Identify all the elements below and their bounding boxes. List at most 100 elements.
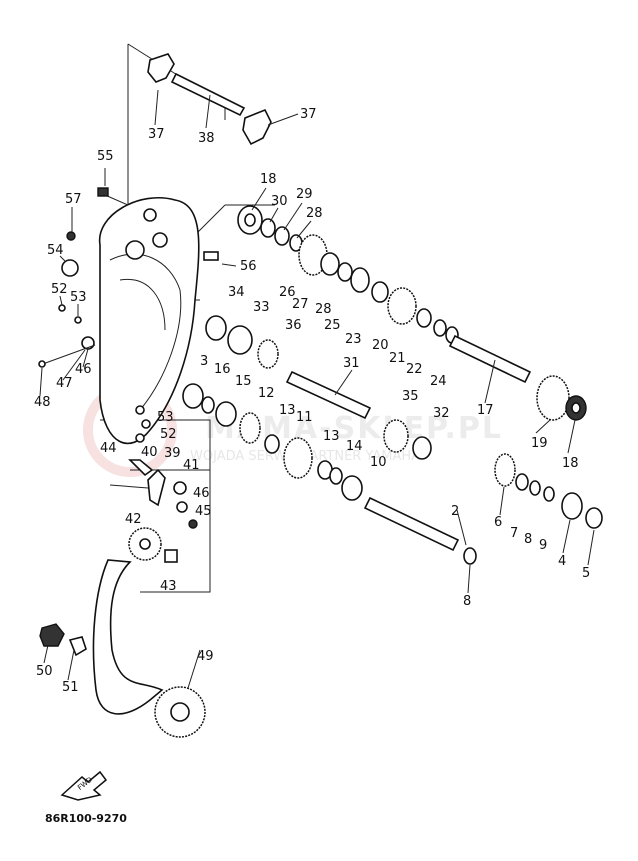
callout-label: 34 (228, 285, 245, 300)
callout-label: 41 (183, 458, 200, 473)
middle-shaft-train (182, 315, 432, 460)
lever-39-icon (147, 468, 166, 507)
callout-label: 31 (343, 356, 360, 371)
callout-label: 39 (164, 446, 181, 461)
bearing-34-icon (205, 315, 227, 341)
callout-label: 33 (253, 300, 270, 315)
callout-label: 6 (494, 515, 502, 530)
ring-53-icon (74, 316, 82, 324)
shift-fork-assembly (147, 53, 272, 146)
callout-label: 25 (324, 318, 341, 333)
washer-8-icon (463, 547, 477, 565)
callout-label: 38 (198, 131, 215, 146)
callout-label: 15 (235, 374, 252, 389)
callout-label: 13 (279, 403, 296, 418)
callout-label: 23 (345, 332, 362, 347)
leader-lines (39, 89, 595, 689)
callout-label: 17 (477, 403, 494, 418)
bolt-55-icon (97, 187, 109, 197)
callout-label: 46 (193, 486, 210, 501)
fwd-arrow-icon (60, 770, 108, 801)
drive-belt-icon (92, 559, 164, 715)
gear-20-icon (387, 287, 417, 325)
bolt-57-icon (66, 231, 76, 241)
gear-10-icon (341, 475, 363, 501)
callout-label: 40 (141, 445, 158, 460)
shaft-31-icon (285, 370, 372, 420)
pin-56-icon (203, 251, 219, 261)
bearing-3-icon (182, 383, 204, 409)
callout-labels: 37 38 37 55 18 30 29 28 57 54 56 52 53 2… (34, 107, 590, 695)
callout-label: 52 (160, 427, 177, 442)
callout-label: 9 (539, 538, 547, 553)
callout-label: 32 (433, 406, 450, 421)
callout-label: 57 (65, 192, 82, 207)
gear-case-housing (99, 197, 200, 445)
callout-label: 18 (562, 456, 579, 471)
callout-label: 14 (346, 439, 363, 454)
callout-label: 8 (463, 594, 471, 609)
collar-43-icon (164, 549, 178, 563)
pin-52-icon (58, 304, 66, 312)
gear-19-icon (536, 375, 570, 421)
callout-label: 42 (125, 512, 142, 527)
callout-label: 22 (406, 362, 423, 377)
main-shaft-17-icon (448, 334, 532, 384)
callout-label: 45 (195, 504, 212, 519)
shift-fork-right-icon (242, 108, 272, 146)
callout-label: 51 (62, 680, 79, 695)
callout-label: 49 (197, 649, 214, 664)
callout-label: 13 (323, 429, 340, 444)
callout-label: 3 (200, 354, 208, 369)
callout-label: 48 (34, 395, 51, 410)
callout-label: 37 (300, 107, 317, 122)
bearing-33-icon (227, 325, 253, 355)
seal-54-icon (61, 259, 79, 277)
gear-12-icon (239, 412, 261, 444)
shift-rod-icon (170, 72, 246, 117)
callout-label: 12 (258, 386, 275, 401)
gear-35-icon (383, 419, 409, 453)
callout-label: 36 (285, 318, 302, 333)
main-shaft-train (237, 205, 587, 421)
callout-label: 18 (260, 172, 277, 187)
bearing-4-icon (561, 492, 583, 520)
callout-label: 20 (372, 338, 389, 353)
callout-label: 5 (582, 566, 590, 581)
callout-label: 29 (296, 187, 313, 202)
nut-50-icon (39, 623, 65, 647)
fwd-arrow: FWD (60, 770, 108, 801)
gear-25-icon (350, 267, 370, 293)
callout-label: 56 (240, 259, 257, 274)
shift-fork-left-icon (147, 53, 175, 83)
callout-label: 37 (148, 127, 165, 142)
gear-11-icon (283, 437, 313, 479)
callout-label: 54 (47, 243, 64, 258)
bearing-32-icon (412, 436, 432, 460)
callout-label: 27 (292, 297, 309, 312)
callout-label: 16 (214, 362, 231, 377)
diagram-code: 86R100-9270 (45, 812, 127, 825)
callout-label: 46 (75, 362, 92, 377)
gear-6-icon (494, 453, 516, 487)
washer-13-icon (264, 434, 280, 454)
callout-label: 11 (296, 410, 313, 425)
callout-label: 7 (510, 526, 518, 541)
callout-label: 28 (315, 302, 332, 317)
washer-51-icon (68, 636, 87, 657)
callout-label: 19 (531, 436, 548, 451)
seal-5-icon (585, 507, 603, 529)
gear-36-icon (257, 339, 279, 369)
callout-label: 24 (430, 374, 447, 389)
callout-label: 10 (370, 455, 387, 470)
lower-shaft-train (264, 434, 603, 565)
callout-label: 8 (524, 532, 532, 547)
callout-label: 53 (157, 410, 174, 425)
callout-label: 26 (279, 285, 296, 300)
callout-label: 55 (97, 149, 114, 164)
shaft-2-icon (363, 496, 460, 552)
callout-label: 53 (70, 290, 87, 305)
callout-label: 44 (100, 441, 117, 456)
callout-label: 28 (306, 206, 323, 221)
